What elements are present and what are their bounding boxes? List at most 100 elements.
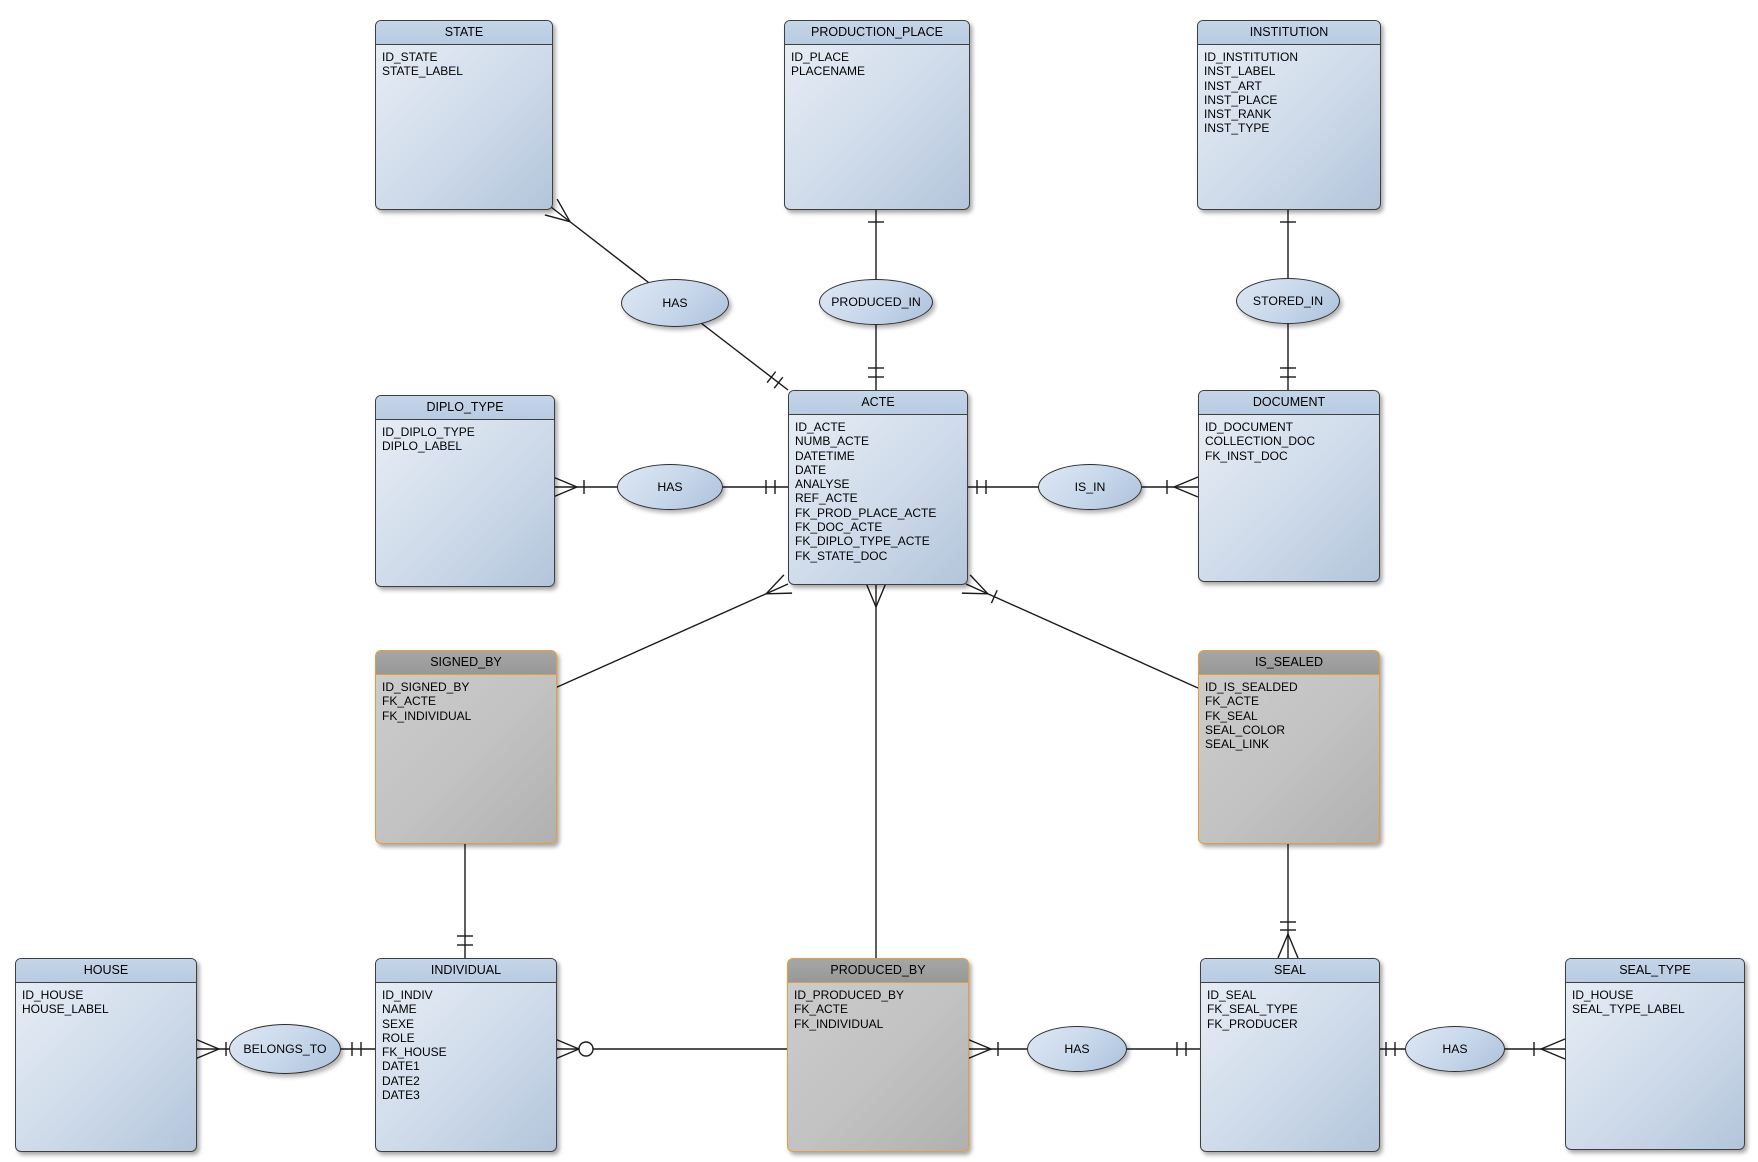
entity-title: SIGNED_BY bbox=[376, 651, 556, 675]
attribute-row: ID_IS_SEALDED bbox=[1205, 680, 1298, 694]
relationship-label: PRODUCED_IN bbox=[831, 295, 921, 309]
attribute-row: STATE_LABEL bbox=[382, 64, 463, 79]
attribute-row: NAME bbox=[382, 1002, 417, 1017]
entity-title: DOCUMENT bbox=[1199, 391, 1379, 415]
connector-acte-producedby bbox=[865, 582, 887, 958]
relationship-label: HAS bbox=[662, 296, 688, 310]
attribute-row: DATE2 bbox=[382, 1073, 420, 1088]
attribute-row: DATE bbox=[795, 462, 827, 477]
relationship-has-state-acte[interactable]: HAS bbox=[621, 279, 729, 327]
attribute-row: FK_DOC_ACTE bbox=[795, 520, 883, 535]
relationship-label: HAS bbox=[1064, 1042, 1090, 1056]
attribute-row: ID_INSTITUTION bbox=[1204, 50, 1299, 64]
attribute-row: ID_PLACE bbox=[791, 50, 850, 64]
crowfoot-many-acte-issealed bbox=[961, 574, 998, 604]
attribute-row: FK_INDIVIDUAL bbox=[382, 708, 472, 723]
attribute-row: INST_TYPE bbox=[1204, 121, 1270, 136]
attribute-row: COLLECTION_DOC bbox=[1205, 434, 1316, 449]
crowfoot-many-seal-top bbox=[1277, 933, 1299, 959]
attribute-row: FK_INDIVIDUAL bbox=[794, 1016, 884, 1031]
relationship-belongs-to[interactable]: BELONGS_TO bbox=[229, 1024, 341, 1074]
connector-acte-signedby bbox=[554, 574, 793, 689]
attribute-row: DATETIME bbox=[795, 448, 855, 463]
attribute-row: FK_ACTE bbox=[1205, 694, 1260, 709]
connector-issealed-seal bbox=[1277, 842, 1299, 959]
crowfoot-many-state bbox=[544, 198, 571, 223]
attribute-row: HOUSE_LABEL bbox=[22, 1002, 109, 1017]
attribute-row: ANALYSE bbox=[795, 477, 850, 492]
relationship-is-in[interactable]: IS_IN bbox=[1038, 464, 1142, 510]
relationship-has-diplo-acte[interactable]: HAS bbox=[617, 464, 723, 510]
attribute-row: ID_DIPLO_TYPE bbox=[382, 425, 475, 439]
entity-title: INDIVIDUAL bbox=[376, 959, 556, 983]
entity-title: DIPLO_TYPE bbox=[376, 396, 554, 420]
attribute-row: ID_SEAL bbox=[1207, 988, 1257, 1002]
entity-title: ACTE bbox=[789, 391, 967, 415]
relationship-stored-in[interactable]: STORED_IN bbox=[1236, 278, 1340, 324]
attribute-row: INST_RANK bbox=[1204, 107, 1272, 122]
relationship-has-producedby-seal[interactable]: HAS bbox=[1027, 1026, 1127, 1072]
relationship-label: IS_IN bbox=[1074, 480, 1106, 494]
attribute-row: FK_HOUSE bbox=[382, 1045, 447, 1060]
attribute-row: ID_HOUSE bbox=[1572, 988, 1634, 1002]
connector-individual-producedby bbox=[554, 1038, 787, 1060]
crowfoot-many-sealtype bbox=[1533, 1038, 1566, 1060]
attribute-row: ID_ACTE bbox=[795, 420, 846, 434]
entity-title: SEAL_TYPE bbox=[1566, 959, 1744, 983]
connector-signedby-individual bbox=[457, 842, 473, 958]
entity-title: PRODUCED_BY bbox=[788, 959, 968, 983]
attribute-row: FK_ACTE bbox=[382, 694, 437, 709]
crowfoot-many-house bbox=[194, 1038, 227, 1060]
entity-title: PRODUCTION_PLACE bbox=[785, 21, 969, 45]
attribute-row: FK_PRODUCER bbox=[1207, 1016, 1298, 1031]
crowfoot-many-document bbox=[1166, 476, 1199, 498]
attribute-row: DATE1 bbox=[382, 1059, 420, 1074]
crowfoot-many-acte-signedby bbox=[765, 574, 793, 595]
attribute-row: FK_PROD_PLACE_ACTE bbox=[795, 505, 937, 520]
attribute-row: ID_SIGNED_BY bbox=[382, 680, 470, 694]
attribute-row: ID_STATE bbox=[382, 50, 438, 64]
crowfoot-many-optional-individual bbox=[554, 1038, 594, 1060]
crowfoot-many-acte-producedby bbox=[865, 582, 887, 608]
entity-title: HOUSE bbox=[16, 959, 196, 983]
attribute-row: FK_SEAL bbox=[1205, 708, 1258, 723]
attribute-row: DATE3 bbox=[382, 1088, 420, 1103]
relationship-has-seal-sealtype[interactable]: HAS bbox=[1405, 1026, 1505, 1072]
entity-title: INSTITUTION bbox=[1198, 21, 1380, 45]
attribute-row: ROLE bbox=[382, 1030, 415, 1045]
attribute-row: SEAL_TYPE_LABEL bbox=[1572, 1002, 1685, 1017]
relationship-label: HAS bbox=[1442, 1042, 1468, 1056]
relationship-label: HAS bbox=[657, 480, 683, 494]
attribute-row: INST_ART bbox=[1204, 78, 1262, 93]
connector-acte-issealed bbox=[961, 574, 1199, 689]
attribute-row: ID_PRODUCED_BY bbox=[794, 988, 905, 1002]
entity-title: IS_SEALED bbox=[1199, 651, 1379, 675]
relationship-produced-in[interactable]: PRODUCED_IN bbox=[819, 279, 933, 325]
attribute-row: FK_DIPLO_TYPE_ACTE bbox=[795, 534, 930, 549]
relationship-label: BELONGS_TO bbox=[243, 1042, 327, 1056]
attribute-row: INST_PLACE bbox=[1204, 92, 1278, 107]
attribute-row: ID_HOUSE bbox=[22, 988, 84, 1002]
